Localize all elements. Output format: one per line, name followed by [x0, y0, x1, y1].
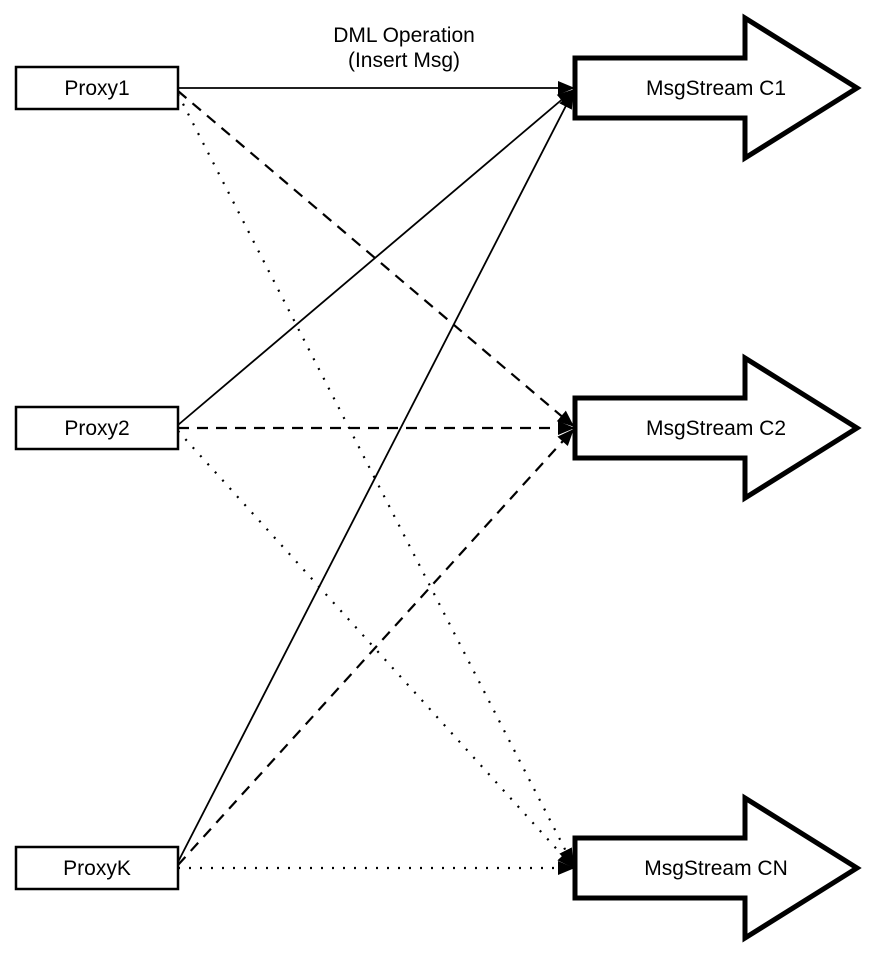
dml-operation-annotation: DML Operation (Insert Msg) — [333, 24, 475, 72]
msgstream-c2-node: MsgStream C2 — [572, 353, 862, 503]
connector-proxy1-to-c2 — [177, 90, 575, 427]
connector-proxyk-to-c1 — [177, 91, 574, 863]
msgstream-c2-label: MsgStream C2 — [646, 417, 786, 440]
msgstream-c1-node: MsgStream C1 — [572, 13, 862, 163]
proxyk-label: ProxyK — [63, 857, 131, 880]
proxy1-label: Proxy1 — [64, 77, 129, 100]
connectors — [177, 81, 575, 875]
block-arrow-shape-c1 — [572, 13, 862, 163]
proxy1-node: Proxy1 — [14, 65, 180, 111]
connector-proxy2-to-c1 — [177, 89, 575, 426]
block-arrow-shape-c2 — [572, 353, 862, 503]
proxy2-label: Proxy2 — [64, 417, 129, 440]
msgstream-cn-label: MsgStream CN — [644, 857, 788, 880]
annotation-line2: (Insert Msg) — [348, 49, 460, 72]
proxy1-box — [14, 65, 180, 111]
annotation-line1: DML Operation — [333, 24, 475, 47]
proxy2-node: Proxy2 — [14, 405, 180, 451]
msgstream-c1-label: MsgStream C1 — [646, 77, 786, 100]
proxyk-node: ProxyK — [14, 845, 180, 891]
connector-proxyk-to-c2 — [177, 428, 574, 866]
block-arrow-shape-cn — [572, 793, 862, 943]
connector-proxy1-to-cn — [177, 93, 574, 866]
msgstream-cn-node: MsgStream CN — [572, 793, 862, 943]
